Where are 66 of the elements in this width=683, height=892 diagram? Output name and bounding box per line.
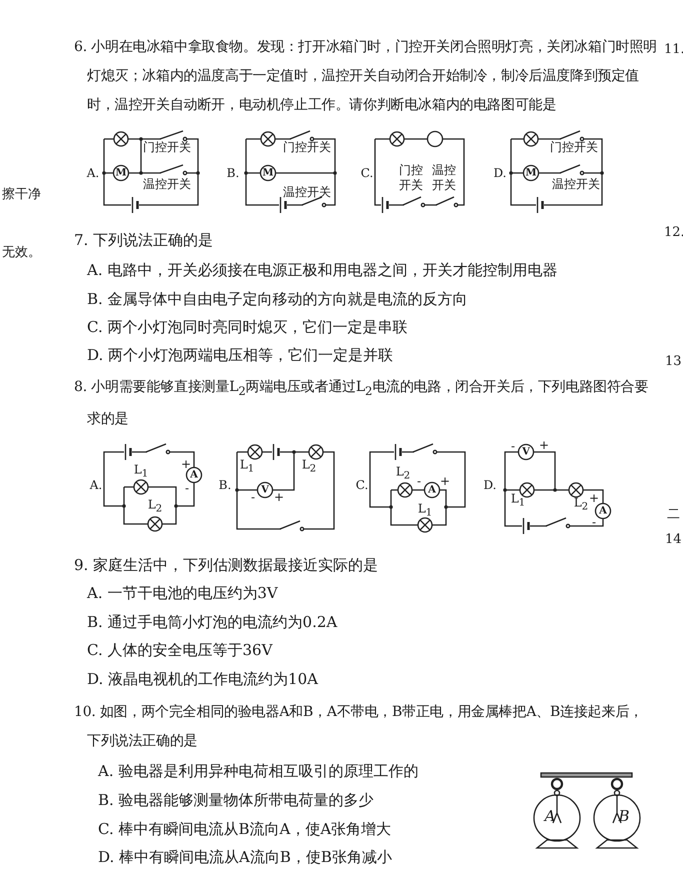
circuit-label: L$_{1}$ xyxy=(134,462,148,482)
electroscope-label: A xyxy=(544,808,556,824)
circuit-label: 温控开关 xyxy=(143,177,191,191)
cropped-margin-text: 无效。 xyxy=(2,245,41,261)
circuit-label: - xyxy=(592,515,596,529)
cropped-margin-text: 14 xyxy=(665,532,682,548)
circuit-label: C. xyxy=(360,166,374,180)
circuit-label: + xyxy=(274,490,284,504)
circuit-label: 温控开关 xyxy=(431,163,457,193)
circuit-label: + xyxy=(440,474,450,488)
answer-option: B. 通过手电筒小灯泡的电流约为0.2A xyxy=(87,608,338,636)
answer-option: C. 两个小灯泡同时亮同时熄灭，它们一定是串联 xyxy=(87,312,408,342)
answer-option: B. 验电器能够测量物体所带电荷量的多少 xyxy=(98,786,374,814)
circuit-label: - xyxy=(250,490,256,504)
circuit-label: L$_{2}$ xyxy=(396,464,410,484)
circuit-label: 温控开关 xyxy=(552,177,600,191)
cropped-margin-text: 擦干净 xyxy=(2,187,41,203)
answer-option: A. 一节干电池的电压约为3V xyxy=(87,578,278,608)
circuit-label: L$_{1}$ xyxy=(240,457,254,477)
circuit-label: L$_{2}$ xyxy=(148,497,162,517)
electroscope-label: B xyxy=(618,808,630,824)
circuit-label: L$_{1}$ xyxy=(418,501,432,521)
circuit-label: L$_{2}$ xyxy=(302,457,316,477)
circuit-label: C. xyxy=(356,478,368,492)
meter-letter: A xyxy=(190,470,198,480)
circuit-label: 门控开关 xyxy=(143,140,191,154)
circuit-label: D. xyxy=(484,478,496,492)
answer-option: D. 液晶电视机的工作电流约为10A xyxy=(87,664,318,694)
answer-option: 9. 家庭生活中，下列估测数据最接近实际的是 xyxy=(74,550,378,580)
question-text: 6. 小明在电冰箱中拿取食物。发现：打开冰箱门时，门控开关闭合照明灯亮，关闭冰箱门时照明灯熄灭；冰箱内的温度高于一定值时，温控开关自动闭合开始制冷，制冷后温度降到预定值时，温控开关自动断开，电动机停止工作。请你判断电冰箱内的电路图可能是 xyxy=(74,38,658,114)
circuit-label: - xyxy=(184,481,190,495)
answer-option: C. 人体的安全电压等于36V xyxy=(87,636,272,664)
circuit-label: + xyxy=(538,438,550,452)
meter-letter: V xyxy=(522,446,530,458)
meter-letter: A xyxy=(428,484,436,496)
circuit-label: A. xyxy=(86,166,100,180)
circuit-label: 温控开关 xyxy=(283,185,331,199)
circuit-label: + xyxy=(588,491,600,505)
circuit-label: 门控开关 xyxy=(550,140,598,154)
circuit-label: + xyxy=(180,457,192,471)
circuit-label: B. xyxy=(226,166,240,180)
cropped-margin-text: 二 xyxy=(667,507,680,523)
circuit-label: L$_{2}$ xyxy=(574,495,588,515)
answer-option: B. 金属导体中自由电子定向移动的方向就是电流的反方向 xyxy=(87,284,468,314)
meter-letter: V xyxy=(261,484,269,496)
cropped-margin-text: 13 xyxy=(665,354,682,370)
meter-letter: M xyxy=(115,168,127,178)
answer-option: 7. 下列说法正确的是 xyxy=(74,226,214,254)
circuit-label: 门控开关 xyxy=(398,163,424,193)
circuit-label: L$_{1}$ xyxy=(510,491,526,511)
circuit-label: - xyxy=(416,474,422,488)
meter-letter: M xyxy=(262,168,274,178)
answer-option: D. 棒中有瞬间电流从A流向B，使B张角减小 xyxy=(98,842,392,872)
answer-option: A. 电路中，开关必须接在电源正极和用电器之间，开关才能控制用电器 xyxy=(87,256,558,284)
circuit-label: A. xyxy=(90,478,102,492)
question-text: 8. 小明需要能够直接测量L$_{2}$两端电压或者通过L$_{2}$电流的电路，闭合开关后，下列电路图符合要求的是 xyxy=(74,378,649,430)
answer-option: A. 验电器是利用异种电荷相互吸引的原理工作的 xyxy=(98,756,418,786)
question-text: 10. 如图，两个完全相同的验电器A和B，A不带电，B带正电，用金属棒把A、B连接起来后，下列说法正确的是 xyxy=(74,702,644,750)
circuit-label: B. xyxy=(218,478,232,492)
circuit-label: 门控开关 xyxy=(283,140,331,154)
answer-option: D. 两个小灯泡两端电压相等，它们一定是并联 xyxy=(87,340,394,370)
circuit-label: D. xyxy=(494,166,506,180)
meter-letter: A xyxy=(599,506,607,516)
circuit-label: - xyxy=(510,439,516,453)
meter-letter: M xyxy=(525,168,537,178)
answer-option: C. 棒中有瞬间电流从B流向A，使A张角增大 xyxy=(98,814,392,844)
